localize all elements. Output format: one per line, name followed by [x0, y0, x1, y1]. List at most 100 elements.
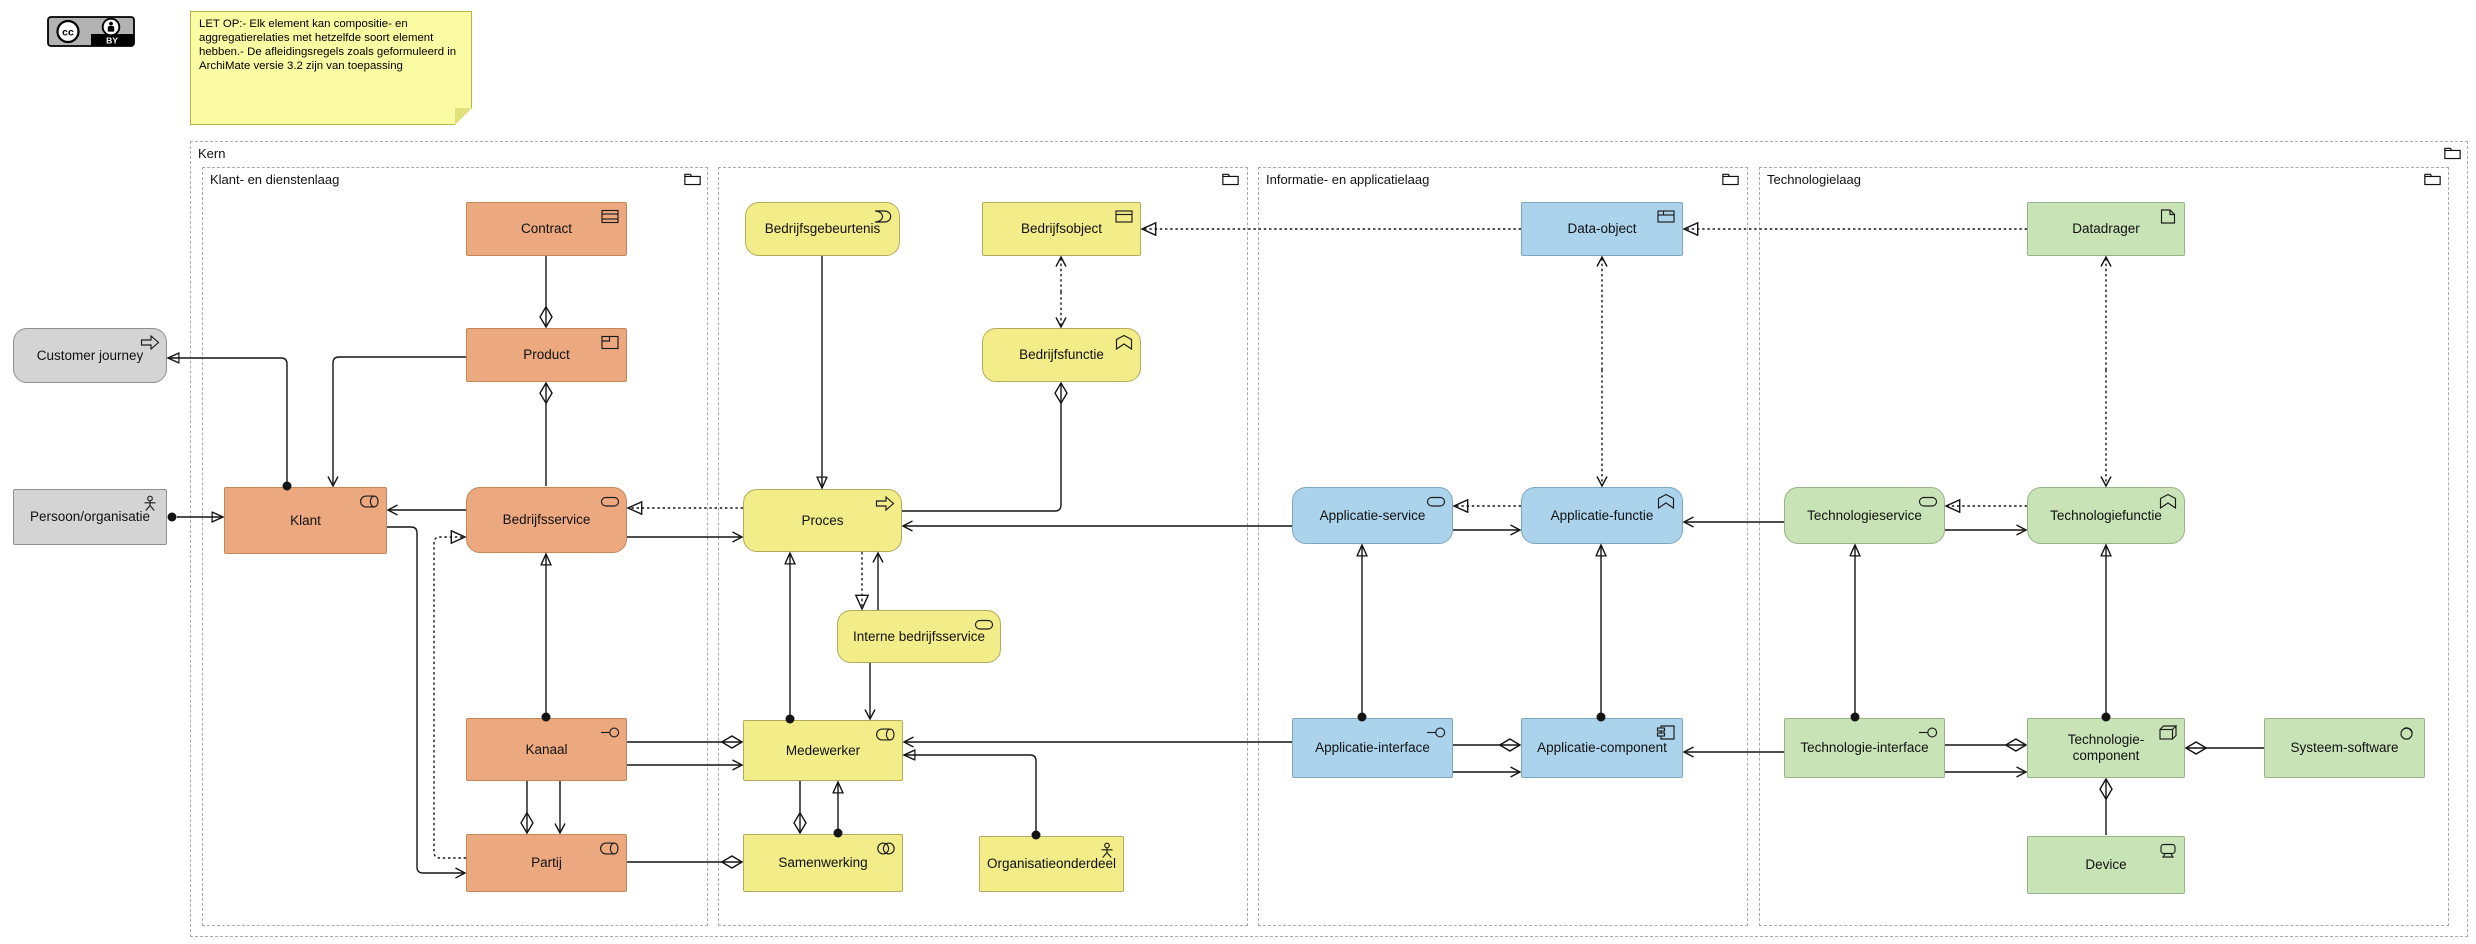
role-icon	[876, 726, 896, 743]
group-kern[interactable]	[190, 141, 2468, 937]
element-medewerker[interactable]: Medewerker	[743, 720, 903, 781]
sticky-note[interactable]: LET OP:- Elk element kan compositie- en …	[190, 11, 472, 125]
element-label: Technologie-interface	[1800, 740, 1929, 756]
folder-icon	[2444, 146, 2461, 160]
group-informatie-label: Informatie- en applicatielaag	[1266, 172, 1430, 187]
element-label: Technologiefunctie	[2050, 507, 2162, 523]
business-object-icon	[1114, 208, 1134, 225]
element-applicatie-component[interactable]: Applicatie-component	[1521, 718, 1683, 778]
element-label: Medewerker	[785, 742, 861, 758]
process-icon	[875, 495, 895, 512]
element-product[interactable]: Product	[466, 328, 627, 382]
sticky-note-fold	[455, 108, 472, 125]
element-technologiefunctie[interactable]: Technologiefunctie	[2027, 487, 2185, 544]
element-label: Bedrijfsgebeurtenis	[764, 221, 881, 237]
artifact-icon	[2158, 208, 2178, 225]
element-label: Interne bedrijfsservice	[852, 628, 986, 644]
element-label: Bedrijfsfunctie	[1019, 347, 1104, 363]
group-informatie-en-applicatielaag[interactable]	[1258, 167, 1748, 926]
role-icon	[360, 493, 380, 510]
element-label: Device	[2085, 857, 2127, 873]
element-label: Datadrager	[2072, 221, 2140, 237]
actor-icon	[140, 495, 160, 512]
system-software-icon	[2398, 724, 2418, 741]
data-object-icon	[1656, 208, 1676, 225]
element-bedrijfsfunctie[interactable]: Bedrijfsfunctie	[982, 328, 1141, 382]
sticky-note-text: LET OP:- Elk element kan compositie- en …	[199, 18, 457, 73]
element-label: Applicatie-interface	[1315, 740, 1430, 756]
element-customer-journey[interactable]: Customer journey	[13, 328, 167, 383]
element-interne-bedrijfsservice[interactable]: Interne bedrijfsservice	[837, 610, 1001, 663]
function-icon	[1114, 334, 1134, 351]
element-technologie-component[interactable]: Technologie-component	[2027, 718, 2185, 778]
element-label: Customer journey	[36, 347, 144, 363]
service-icon	[1918, 493, 1938, 510]
element-data-object[interactable]: Data-object	[1521, 202, 1683, 256]
element-label: Systeem-software	[2290, 740, 2399, 756]
element-applicatie-interface[interactable]: Applicatie-interface	[1292, 718, 1453, 778]
element-samenwerking[interactable]: Samenwerking	[743, 834, 903, 892]
interface-icon	[1918, 724, 1938, 741]
element-organisatieonderdeel[interactable]: Organisatieonderdeel	[979, 836, 1124, 892]
element-applicatie-functie[interactable]: Applicatie-functie	[1521, 487, 1683, 544]
element-technologie-interface[interactable]: Technologie-interface	[1784, 718, 1945, 778]
group-klant-label: Klant- en dienstenlaag	[210, 172, 340, 187]
element-label: Contract	[520, 221, 573, 237]
element-label: Persoon/organisatie	[29, 509, 151, 525]
service-icon	[600, 493, 620, 510]
cc-logo-icon	[56, 19, 80, 44]
function-icon	[2158, 493, 2178, 510]
element-technologieservice[interactable]: Technologieservice	[1784, 487, 1945, 544]
collaboration-icon	[876, 840, 896, 857]
element-label: Applicatie-component	[1537, 740, 1667, 756]
assignment-source-dot	[167, 512, 177, 522]
function-icon	[1656, 493, 1676, 510]
element-label: Samenwerking	[778, 855, 868, 871]
interface-icon	[600, 724, 620, 741]
element-kanaal[interactable]: Kanaal	[466, 718, 627, 781]
folder-icon	[2424, 172, 2441, 186]
element-label: Organisatieonderdeel	[986, 856, 1117, 872]
service-icon	[974, 616, 994, 633]
element-systeem-software[interactable]: Systeem-software	[2264, 718, 2425, 778]
element-partij[interactable]: Partij	[466, 834, 627, 892]
group-technologielaag[interactable]	[1759, 167, 2449, 926]
group-technologie-label: Technologielaag	[1767, 172, 1861, 187]
element-proces[interactable]: Proces	[743, 489, 902, 552]
element-bedrijfsobject[interactable]: Bedrijfsobject	[982, 202, 1141, 256]
element-label: Bedrijfsobject	[1020, 221, 1103, 237]
element-bedrijfsgebeurtenis[interactable]: Bedrijfsgebeurtenis	[745, 202, 900, 256]
process-icon	[140, 334, 160, 351]
element-device[interactable]: Device	[2027, 836, 2185, 894]
element-label: Applicatie-functie	[1550, 507, 1654, 523]
element-label: Proces	[801, 512, 844, 528]
element-persoon-organisatie[interactable]: Persoon/organisatie	[13, 489, 167, 545]
actor-icon	[1097, 842, 1117, 859]
role-icon	[600, 840, 620, 857]
element-bedrijfsservice[interactable]: Bedrijfsservice	[466, 487, 627, 553]
svg-text:cc: cc	[62, 26, 74, 38]
group-kern-label: Kern	[198, 146, 226, 161]
component-icon	[1656, 724, 1676, 741]
group-klant-en-dienstenlaag[interactable]	[202, 167, 708, 926]
element-label: Klant	[290, 512, 321, 528]
element-label: Product	[523, 347, 570, 363]
element-label: Technologieservice	[1807, 507, 1922, 523]
folder-icon	[1222, 172, 1239, 186]
element-label: Applicatie-service	[1319, 507, 1426, 523]
event-icon	[873, 208, 893, 225]
element-applicatie-service[interactable]: Applicatie-service	[1292, 487, 1453, 544]
contract-icon	[600, 208, 620, 225]
folder-icon	[1722, 172, 1739, 186]
element-contract[interactable]: Contract	[466, 202, 627, 256]
interface-icon	[1426, 724, 1446, 741]
element-klant[interactable]: Klant	[224, 487, 387, 554]
group-bedrijfslaag[interactable]	[718, 167, 1248, 926]
cc-by-badge: BY cc	[47, 16, 135, 47]
service-icon	[1426, 493, 1446, 510]
element-datadrager[interactable]: Datadrager	[2027, 202, 2185, 256]
element-label: Bedrijfsservice	[502, 512, 591, 528]
element-label: Technologie-component	[2067, 732, 2145, 763]
element-label: Data-object	[1567, 221, 1637, 237]
